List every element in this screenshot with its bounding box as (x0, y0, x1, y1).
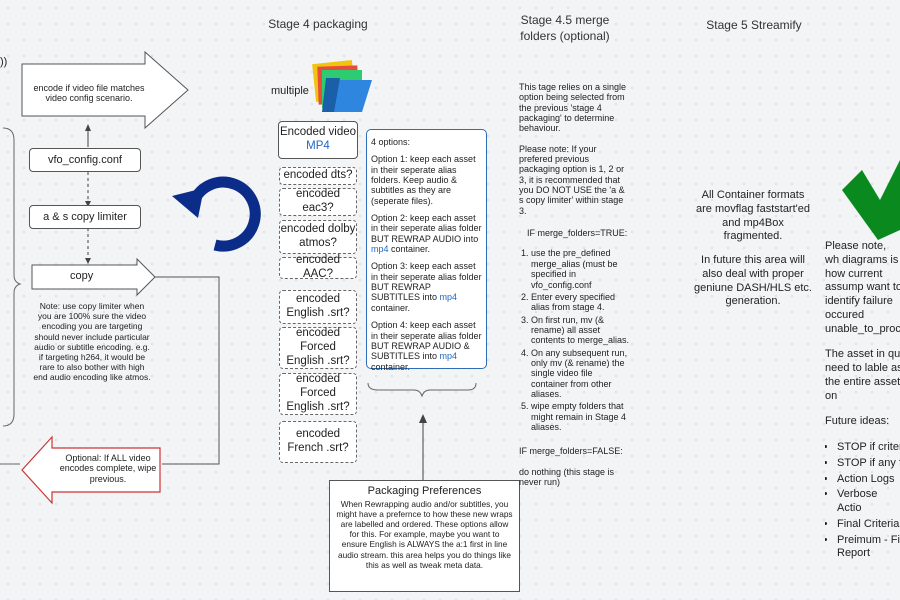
stage45-step: On first run, mv (& rename) all asset co… (531, 315, 631, 346)
stage45-steps: use the pre_defined merge_alias (must be… (519, 248, 631, 432)
prefs-title: Packaging Preferences (367, 485, 482, 497)
encode-arrow-shape (21, 50, 189, 130)
option-2: Option 2: keep each asset in their seper… (371, 213, 482, 255)
future-ideas-heading: Future ideas: (825, 415, 890, 428)
future-idea: STOP if any f (837, 457, 900, 471)
box-eac3-text: encoded eac3? (295, 188, 341, 214)
future-idea: Final Criteria (837, 518, 900, 532)
stage45-please-note: Please note: If your prefered previous p… (519, 143, 625, 216)
right-note-1: Please note, wh diagrams is how current … (825, 240, 900, 335)
stage4-box-english-srt[interactable]: encoded English .srt? (279, 290, 357, 324)
stage5-text-1: All Container formats are movflag fastst… (696, 189, 810, 243)
box-video-text: Encoded video (279, 126, 357, 139)
stage5-title: Stage 5 Streamify (706, 18, 802, 32)
box-english-srt-text: encoded English .srt? (286, 293, 350, 319)
right-note-2: The asset in qu need to lable as the ent… (825, 348, 900, 402)
packaging-preferences-box: Packaging Preferences When Rewrapping au… (329, 480, 520, 592)
option-3: Option 3: keep each asset in their seper… (371, 261, 482, 313)
box-aac-text: encoded AAC? (295, 254, 341, 280)
vfo-config-box[interactable]: vfo_config.conf (29, 148, 141, 172)
stage4-box-atmos[interactable]: encoded dolby atmos? (279, 220, 357, 254)
stage45-step: use the pre_defined merge_alias (must be… (531, 248, 631, 289)
copy-limiter-label: a & s copy limiter (43, 211, 127, 223)
options-heading: 4 options: (371, 137, 411, 147)
stage45-if-true: IF merge_folders=TRUE: (527, 228, 628, 239)
encode-arrow-text: encode if video file matches video confi… (33, 83, 145, 104)
box-forced-english-2-text: encoded Forced English .srt? (286, 373, 350, 413)
stage4-box-video[interactable]: Encoded video MP4 (278, 121, 358, 159)
box-video-mp4: MP4 (306, 140, 330, 152)
copy-arrow-shape (31, 257, 156, 297)
option-1: Option 1: keep each asset in their seper… (371, 154, 476, 206)
box-atmos-text: encoded dolby atmos? (280, 223, 356, 249)
stage45-do-nothing: do nothing (this stage is never run) (519, 466, 615, 487)
stage45-body: This tage relies on a single option bein… (519, 82, 631, 487)
stage45-step: Enter every specified alias from stage 4… (531, 292, 631, 313)
stage45-step: wipe empty folders that might remain in … (531, 401, 631, 432)
stage45-step: On any subsequent run, only mv (& rename… (531, 348, 631, 400)
optional-arrow-text: Optional: If ALL video encodes complete,… (59, 453, 157, 484)
optional-arrow-shape (21, 435, 161, 505)
stage4-box-french-srt[interactable]: encoded French .srt? (279, 421, 357, 463)
vfo-config-label: vfo_config.conf (48, 154, 122, 166)
box-french-srt-text: encoded French .srt? (287, 428, 349, 454)
stage4-title: Stage 4 packaging (268, 17, 368, 31)
future-idea: Action Logs (837, 473, 900, 487)
copy-label: copy (70, 270, 94, 282)
stage45-intro: This tage relies on a single option bein… (519, 82, 627, 134)
future-ideas-list: STOP if criter STOP if any f Action Logs… (825, 441, 900, 561)
future-idea: Verbose Actio (837, 488, 900, 516)
multiple-label: multiple (271, 85, 309, 97)
stage4-box-dts[interactable]: encoded dts? (279, 167, 357, 185)
stage5-text-2: In future this area will also deal with … (693, 254, 812, 308)
cycle-icon (172, 176, 261, 252)
stage4-options-panel: 4 options: Option 1: keep each asset in … (366, 129, 487, 372)
stage4-box-eac3[interactable]: encoded eac3? (279, 188, 357, 216)
stage4-box-aac[interactable]: encoded AAC? (279, 254, 357, 280)
stage45-if-false: IF merge_folders=FALSE: (519, 446, 623, 457)
box-forced-english-1-text: encoded Forced English .srt? (286, 327, 350, 367)
copy-limiter-note: Note: use copy limiter when you are 100%… (33, 301, 151, 383)
stage4-box-forced-english-1[interactable]: encoded Forced English .srt? (279, 327, 357, 369)
stage4-box-forced-english-2[interactable]: encoded Forced English .srt? (279, 373, 357, 415)
prefs-body: When Rewrapping audio and/or subtitles, … (336, 499, 513, 570)
future-idea: STOP if criter (837, 441, 900, 455)
copy-limiter-box[interactable]: a & s copy limiter (29, 205, 141, 229)
future-idea: Preimum - Fi Report (837, 534, 900, 562)
box-dts-text: encoded dts? (283, 169, 353, 182)
option-4: Option 4: keep each asset in their seper… (371, 320, 482, 372)
stage45-title: Stage 4.5 merge folders (optional) (520, 13, 610, 43)
folders-icon (312, 60, 372, 112)
check-icon (842, 160, 900, 240)
edge-text: )) (0, 56, 8, 68)
right-column: Please note, wh diagrams is how current … (825, 240, 900, 563)
